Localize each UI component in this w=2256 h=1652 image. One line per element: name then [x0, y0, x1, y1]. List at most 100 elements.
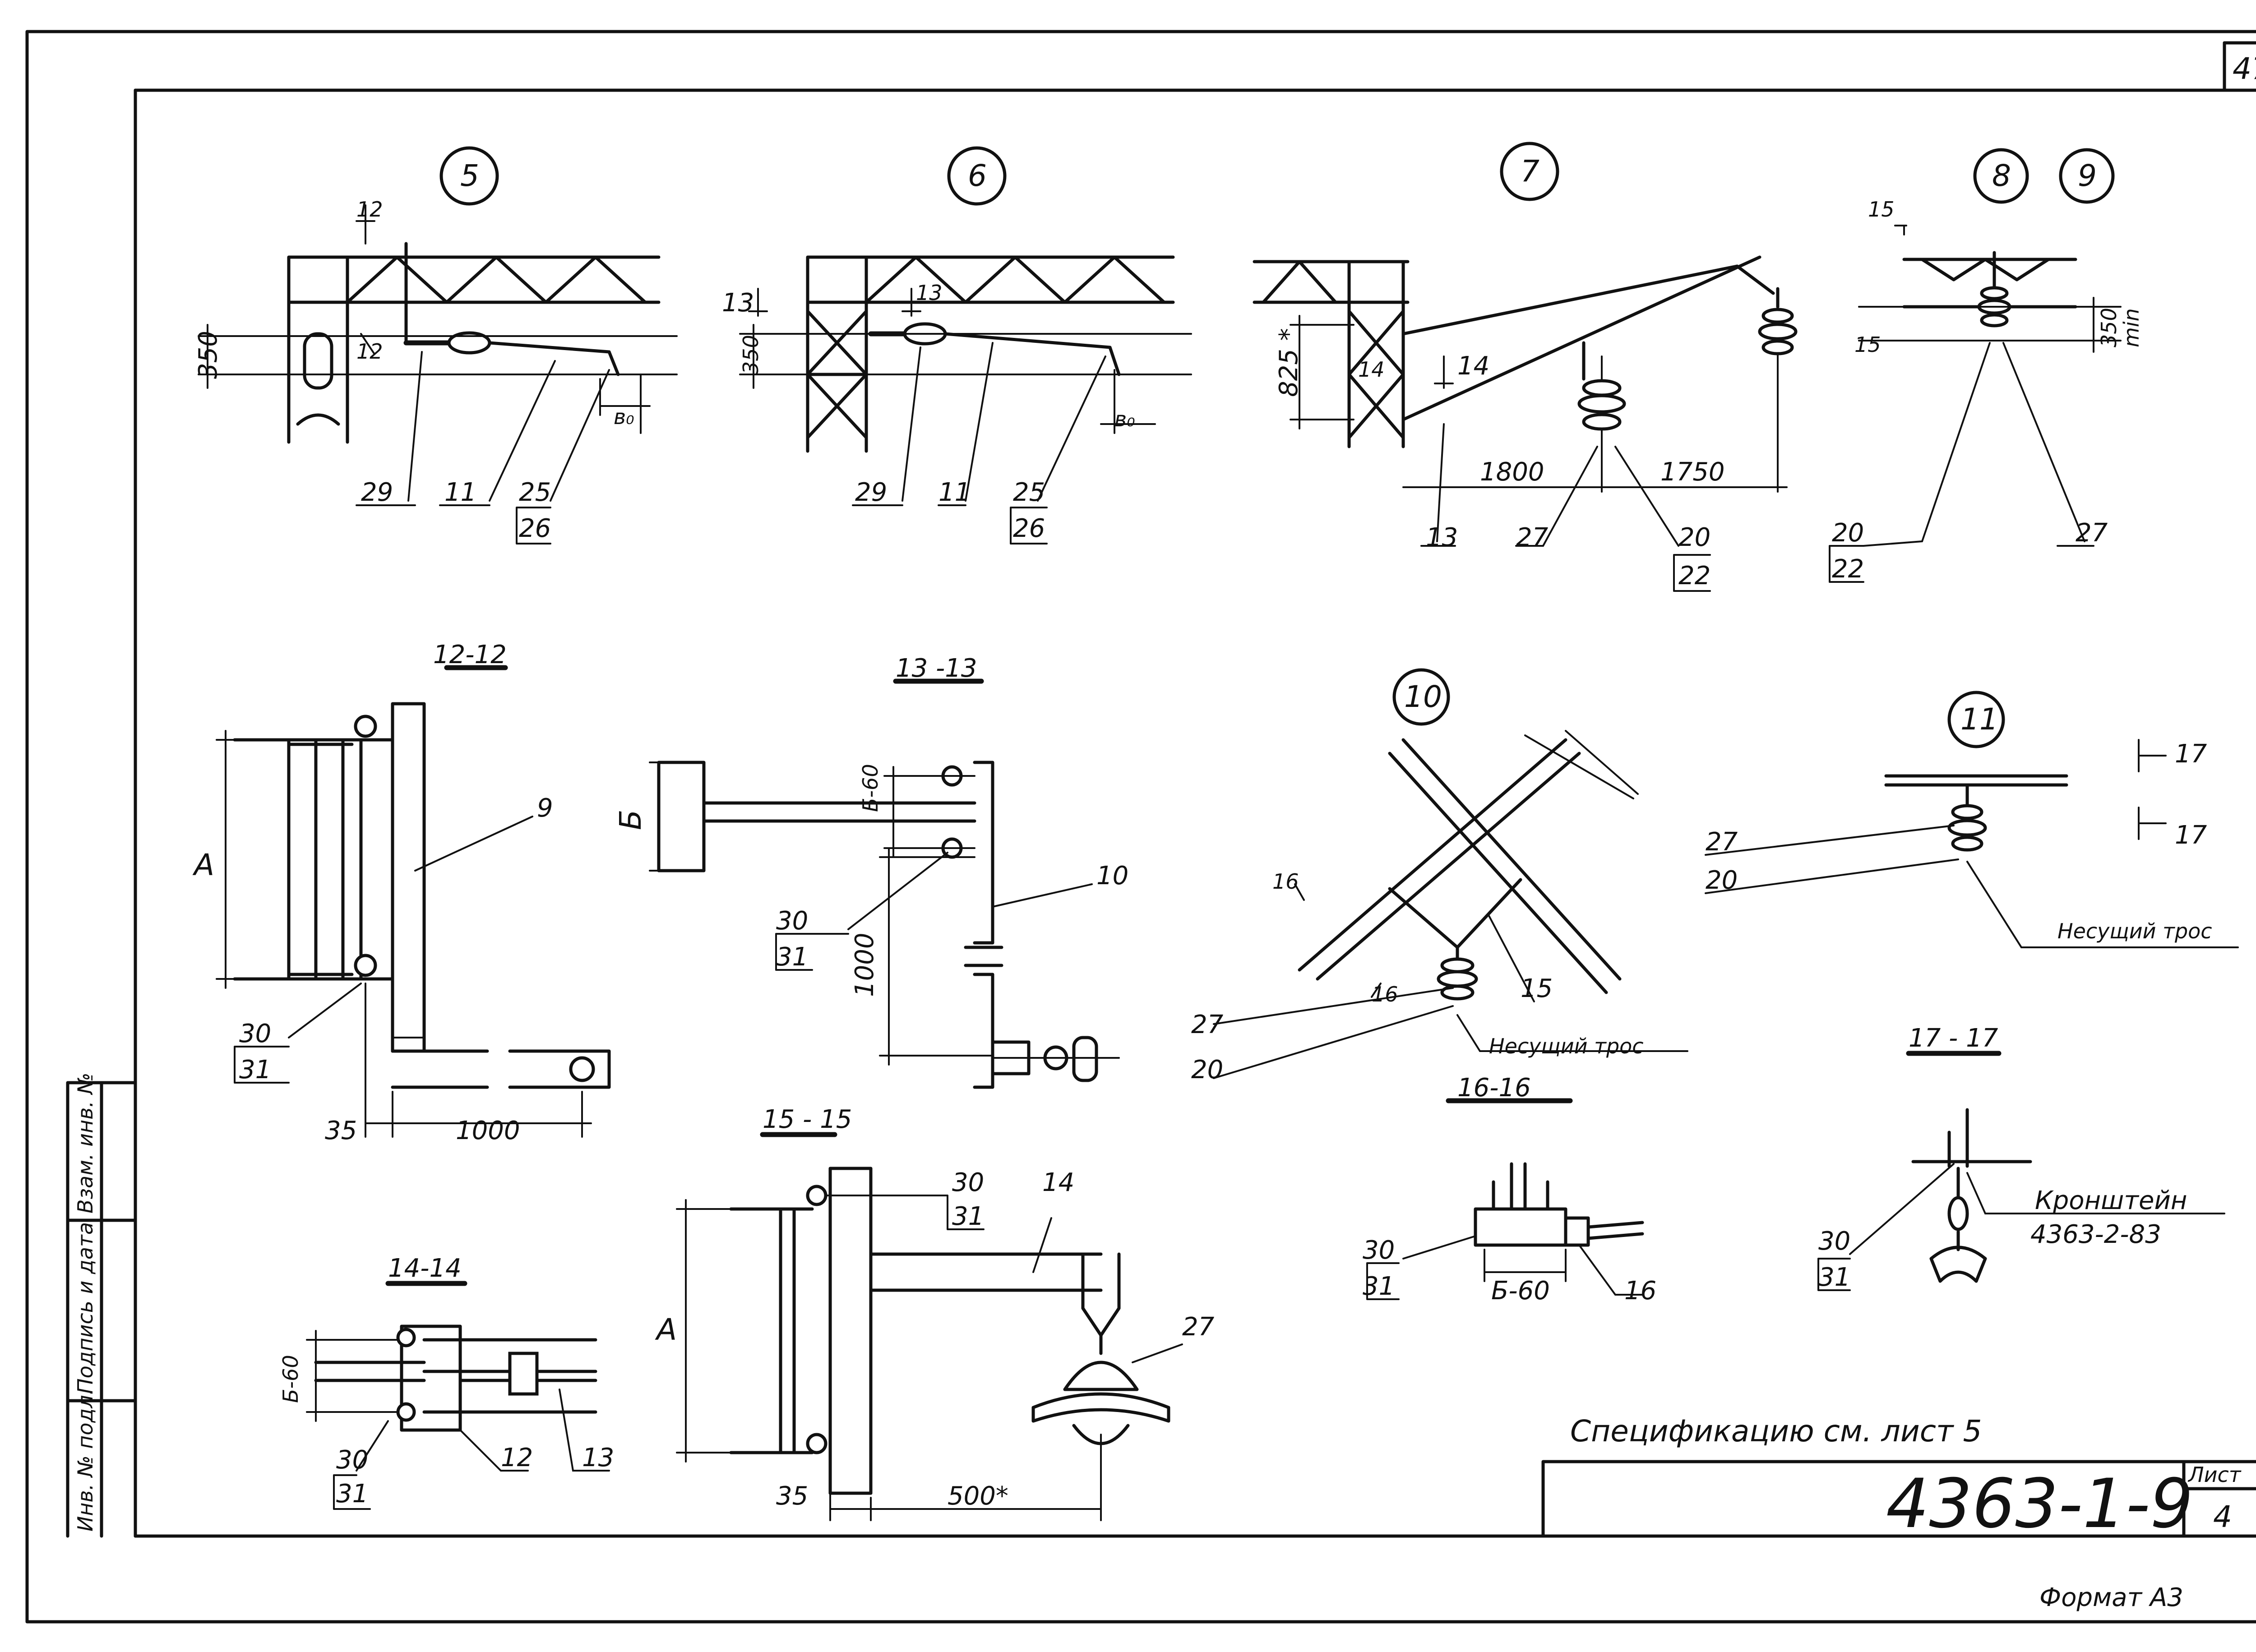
- view-8-dim-min: min: [2119, 308, 2144, 347]
- view-11-label: 11: [1960, 702, 1998, 737]
- view-11-callout-27: 27: [1706, 827, 1738, 857]
- section-12-callout-30: 30: [239, 1019, 271, 1048]
- view-7-callout-22: 22: [1678, 561, 1710, 591]
- view-10-section-16b: 16: [1372, 982, 1398, 1006]
- view-8-callout-20: 20: [1832, 518, 1864, 548]
- section-15-dim-500: 500*: [948, 1481, 1008, 1511]
- section-12-title: 12-12: [433, 640, 507, 669]
- section-14-callout-12: 12: [501, 1443, 533, 1472]
- section-17-bracket-label: Кронштейн: [2035, 1186, 2187, 1215]
- section-15-dim-A: A: [655, 1312, 677, 1347]
- view-6-drawing: [739, 146, 1192, 545]
- view-10-label: 10: [1404, 679, 1442, 714]
- view-7-dim-825: 825 *: [1274, 328, 1304, 397]
- sheet-frame: [25, 30, 2256, 1624]
- view-6-callout-11: 11: [938, 478, 971, 507]
- specification-note: Спецификацию см. лист 5: [1570, 1414, 1982, 1449]
- section-12-dim-35: 35: [325, 1116, 357, 1145]
- view-5-dim-b0: в₀: [614, 405, 634, 429]
- section-17-callout-30: 30: [1818, 1227, 1850, 1256]
- view-5-callout-25: 25: [519, 478, 551, 507]
- section-15-callout-31: 31: [952, 1202, 984, 1231]
- view-10-section-16: 16: [1272, 869, 1299, 894]
- view-6-section-13b: 13: [916, 281, 943, 305]
- section-12-dim-A: A: [192, 848, 214, 882]
- view-8-callout-22: 22: [1832, 554, 1864, 584]
- view-8-dim-350: 350: [2097, 308, 2121, 347]
- view-10-drawing: [1213, 668, 1688, 1079]
- view-10-callout-20: 20: [1191, 1055, 1223, 1084]
- view-11-carrier-cable-note: Несущий трос: [2057, 919, 2212, 943]
- view-11-callout-20: 20: [1706, 866, 1738, 895]
- view-5-callout-26: 26: [519, 514, 551, 543]
- document-code: 4363-1-9: [1886, 1465, 2193, 1543]
- title-block: [1541, 1460, 2256, 1538]
- view-7-callout-13: 13: [1426, 523, 1458, 552]
- section-13-dim-1000: 1000: [850, 932, 879, 997]
- section-12-dim-1000: 1000: [456, 1116, 520, 1145]
- section-13-dim-b60: Б-60: [858, 764, 883, 812]
- stamp-col1: Инв. № подл.: [73, 1389, 97, 1532]
- view-9-label: 9: [2078, 158, 2097, 193]
- section-12-callout-31: 31: [239, 1055, 271, 1084]
- view-7-section-14: 14: [1457, 351, 1489, 381]
- view-5-section-12b: 12: [356, 339, 383, 364]
- view-11-section-17a: 17: [2175, 739, 2207, 769]
- section-16-callout-16: 16: [1624, 1276, 1656, 1306]
- section-13-callout-30: 30: [776, 906, 808, 936]
- section-16-dim-b60: Б-60: [1491, 1276, 1550, 1306]
- section-12-callout-9: 9: [537, 794, 553, 823]
- view-5-drawing: [198, 146, 678, 545]
- section-15-callout-30: 30: [952, 1168, 984, 1197]
- section-14-title: 14-14: [388, 1254, 462, 1283]
- section-17-drawing: [1817, 1051, 2225, 1291]
- corner-sheet-number: 47: [2233, 51, 2256, 86]
- view-8-label: 8: [1992, 158, 2011, 193]
- view-6-dim-b0: в₀: [1114, 407, 1135, 431]
- view-8-callout-27: 27: [2076, 518, 2108, 548]
- view-6-dim-350: 350: [739, 335, 763, 374]
- section-14-callout-13: 13: [582, 1443, 614, 1472]
- section-17-title: 17 - 17: [1909, 1024, 1998, 1053]
- view-7-section-14b: 14: [1358, 357, 1385, 382]
- section-13-dim-B: Б: [613, 810, 648, 830]
- section-17-bracket-code: 4363-2-83: [2030, 1220, 2161, 1249]
- section-15-dim-35: 35: [776, 1481, 808, 1511]
- view-7-callout-20: 20: [1678, 523, 1710, 552]
- view-7-callout-27: 27: [1516, 523, 1549, 552]
- section-15-callout-27: 27: [1182, 1312, 1215, 1342]
- view-8-9-drawing: [1829, 148, 2122, 583]
- view-8-section-15b: 15: [1854, 332, 1881, 357]
- section-14-dim-b60: Б-60: [278, 1355, 303, 1403]
- sheet-number: 4: [2213, 1500, 2232, 1534]
- section-15-title: 15 - 15: [763, 1105, 852, 1134]
- section-17-callout-31: 31: [1818, 1263, 1850, 1292]
- view-11-drawing: [1705, 691, 2239, 948]
- view-10-carrier-cable-note: Несущий трос: [1489, 1034, 1644, 1058]
- stamp-col3: Взам. инв. №: [73, 1073, 97, 1214]
- view-10-callout-15: 15: [1521, 974, 1553, 1003]
- section-13-title: 13 -13: [896, 654, 977, 683]
- section-12-drawing: [216, 665, 611, 1138]
- view-11-section-17b: 17: [2175, 821, 2207, 850]
- view-5-callout-29: 29: [361, 478, 393, 507]
- format-label: Формат А3: [2039, 1583, 2183, 1612]
- section-15-callout-14: 14: [1042, 1168, 1074, 1197]
- view-6-label: 6: [968, 158, 987, 193]
- section-14-callout-30: 30: [336, 1445, 368, 1475]
- section-14-drawing: [306, 1281, 610, 1510]
- sheet-label: Лист: [2187, 1463, 2242, 1487]
- view-5-dim-350: 350: [194, 331, 223, 379]
- view-5-label: 5: [460, 158, 479, 193]
- side-stamp: [66, 1081, 137, 1538]
- section-13-drawing: [649, 678, 1120, 1089]
- view-5-callout-11: 11: [444, 478, 476, 507]
- stamp-col2: Подпись и дата: [73, 1222, 97, 1394]
- section-13-callout-10: 10: [1096, 861, 1128, 891]
- view-7-dim-1750: 1750: [1660, 457, 1725, 487]
- view-7-dim-1800: 1800: [1480, 457, 1544, 487]
- section-16-drawing: [1366, 1098, 1644, 1300]
- section-14-callout-31: 31: [336, 1479, 368, 1509]
- view-6-callout-29: 29: [855, 478, 887, 507]
- view-7-label: 7: [1521, 154, 1539, 189]
